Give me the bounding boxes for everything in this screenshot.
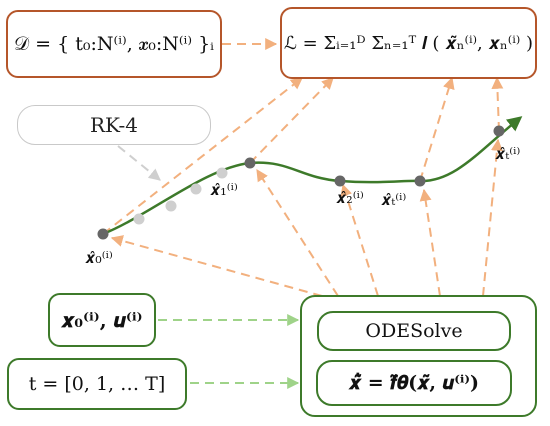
arrow-rk4-to-steps	[117, 145, 161, 181]
arrow-ode-to-x2	[340, 183, 379, 297]
arrow-ode-to-x0	[110, 235, 323, 297]
dataset-formula: 𝒟 = { t₀:N⁽ⁱ⁾, 𝒙₀:N⁽ⁱ⁾ }ᵢ	[13, 33, 214, 55]
time-label: t = [0, 1, … T]	[28, 373, 166, 395]
node-x1	[244, 157, 256, 169]
rk4-label: RK-4	[89, 113, 139, 137]
node-x2	[334, 175, 346, 187]
loss-formula: ℒ = Σᵢ₌₁ᴰ Σₙ₌₁ᵀ 𝒍 ( 𝒙̃ₙ⁽ⁱ⁾, 𝒙ₙ⁽ⁱ⁾ )	[283, 32, 534, 54]
initial-condition-label: 𝒙₀⁽ⁱ⁾, 𝒖⁽ⁱ⁾	[61, 308, 143, 332]
dynamics-formula: 𝒙̃̇ = 𝒇̃𝜽(𝒙̃, 𝒖⁽ⁱ⁾)	[348, 372, 480, 394]
node-xT	[493, 125, 505, 137]
dynamics-box: 𝒙̃̇ = 𝒇̃𝜽(𝒙̃, 𝒖⁽ⁱ⁾)	[316, 360, 512, 406]
label-x0: 𝒙̂₀⁽ⁱ⁾	[85, 248, 113, 267]
rk4-step-node	[133, 213, 145, 225]
arrow-xt-to-loss	[419, 76, 455, 182]
initial-condition-box: 𝒙₀⁽ⁱ⁾, 𝒖⁽ⁱ⁾	[48, 293, 156, 347]
rk4-step-node	[165, 200, 177, 212]
loss-box: ℒ = Σᵢ₌₁ᴰ Σₙ₌₁ᵀ 𝒍 ( 𝒙̃ₙ⁽ⁱ⁾, 𝒙ₙ⁽ⁱ⁾ )	[280, 7, 537, 79]
arrow-ode-to-xt	[419, 188, 441, 297]
odesolve-arrows	[110, 138, 503, 297]
arrow-ode-to-xT	[482, 138, 503, 297]
rk4-step-node	[216, 167, 228, 179]
arrow-x0-to-loss	[102, 77, 303, 235]
arrow-ode-to-x1	[256, 168, 339, 297]
odesolve-box: ODESolve	[317, 311, 511, 351]
label-xT: 𝒙̂ₜ⁽ⁱ⁾	[495, 144, 521, 163]
rk4-step-nodes	[133, 167, 228, 225]
rk4-box: RK-4	[17, 105, 211, 145]
label-xt: 𝒙̂ₜ⁽ⁱ⁾	[381, 190, 407, 209]
dataset-box: 𝒟 = { t₀:N⁽ⁱ⁾, 𝒙₀:N⁽ⁱ⁾ }ᵢ	[6, 10, 222, 78]
label-x1: 𝒙̂₁⁽ⁱ⁾	[210, 180, 238, 199]
time-box: t = [0, 1, … T]	[7, 358, 187, 410]
arrow-xT-to-loss	[491, 76, 504, 132]
odesolve-label: ODESolve	[365, 320, 463, 342]
arrow-x1-to-loss	[249, 77, 334, 164]
node-xt	[414, 175, 426, 187]
loss-arrows	[102, 76, 504, 235]
rk4-step-node	[190, 183, 202, 195]
label-x2: 𝒙̂₂⁽ⁱ⁾	[336, 188, 364, 207]
node-x0	[97, 228, 109, 240]
odesolve-group-box	[300, 295, 537, 417]
trajectory-nodes	[97, 125, 505, 240]
